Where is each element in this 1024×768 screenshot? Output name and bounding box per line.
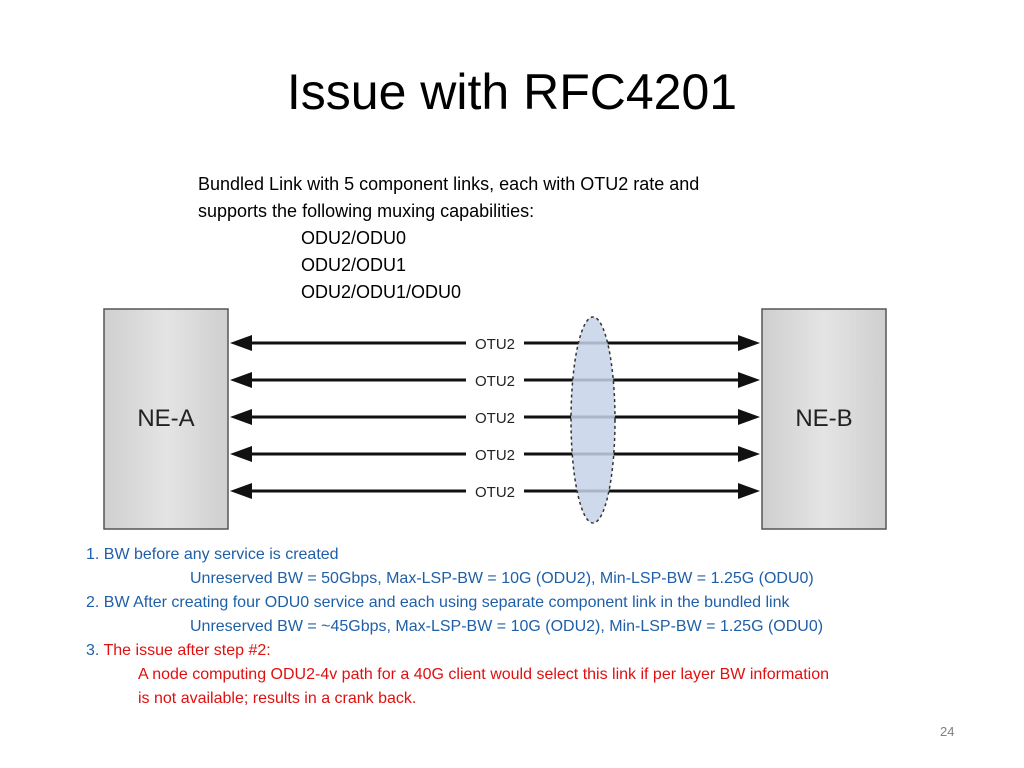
component-link xyxy=(230,408,760,426)
note-step-3-number: 3. xyxy=(86,642,100,659)
note-step-1: 1. BW before any service is created xyxy=(86,546,339,563)
capability-item: ODU2/ODU1 xyxy=(301,255,407,275)
description-line-1: Bundled Link with 5 component links, eac… xyxy=(198,174,700,194)
component-link xyxy=(230,445,760,463)
bundle-ellipse xyxy=(570,316,616,524)
link-label: OTU2 xyxy=(475,484,515,501)
slide-title: Issue with RFC4201 xyxy=(286,64,738,120)
capability-item: ODU2/ODU0 xyxy=(301,228,407,248)
component-link xyxy=(230,482,760,500)
node-ne-a xyxy=(103,308,229,530)
note-step-1-detail: Unreserved BW = 50Gbps, Max-LSP-BW = 10G… xyxy=(190,570,814,587)
note-step-3-text: The issue after step #2: xyxy=(103,642,271,659)
node-ne-b-label: NE-B xyxy=(795,405,852,432)
capability-item: ODU2/ODU1/ODU0 xyxy=(301,282,462,302)
note-step-3: 3. The issue after step #2: xyxy=(86,639,829,663)
component-link xyxy=(230,334,760,352)
bundle-description: Bundled Link with 5 component links, eac… xyxy=(198,171,699,306)
note-step-3-detail-1: A node computing ODU2-4v path for a 40G … xyxy=(138,666,829,683)
page-number: 24 xyxy=(940,724,955,739)
bandwidth-notes: 1. BW before any service is created Unre… xyxy=(86,543,829,711)
description-line-2: supports the following muxing capabiliti… xyxy=(198,201,535,221)
bundled-link-diagram: NE-A NE-B OTU2 OTU2 OTU2 OTU2 O xyxy=(103,308,887,530)
node-ne-b xyxy=(761,308,887,530)
link-label: OTU2 xyxy=(475,373,515,390)
component-link xyxy=(230,371,760,389)
link-label: OTU2 xyxy=(475,447,515,464)
note-step-3-detail-2: is not available; results in a crank bac… xyxy=(138,690,417,707)
link-label: OTU2 xyxy=(475,336,515,353)
link-label: OTU2 xyxy=(475,410,515,427)
node-ne-a-label: NE-A xyxy=(137,405,194,432)
note-step-2: 2. BW After creating four ODU0 service a… xyxy=(86,594,790,611)
note-step-2-detail: Unreserved BW = ~45Gbps, Max-LSP-BW = 10… xyxy=(190,618,824,635)
